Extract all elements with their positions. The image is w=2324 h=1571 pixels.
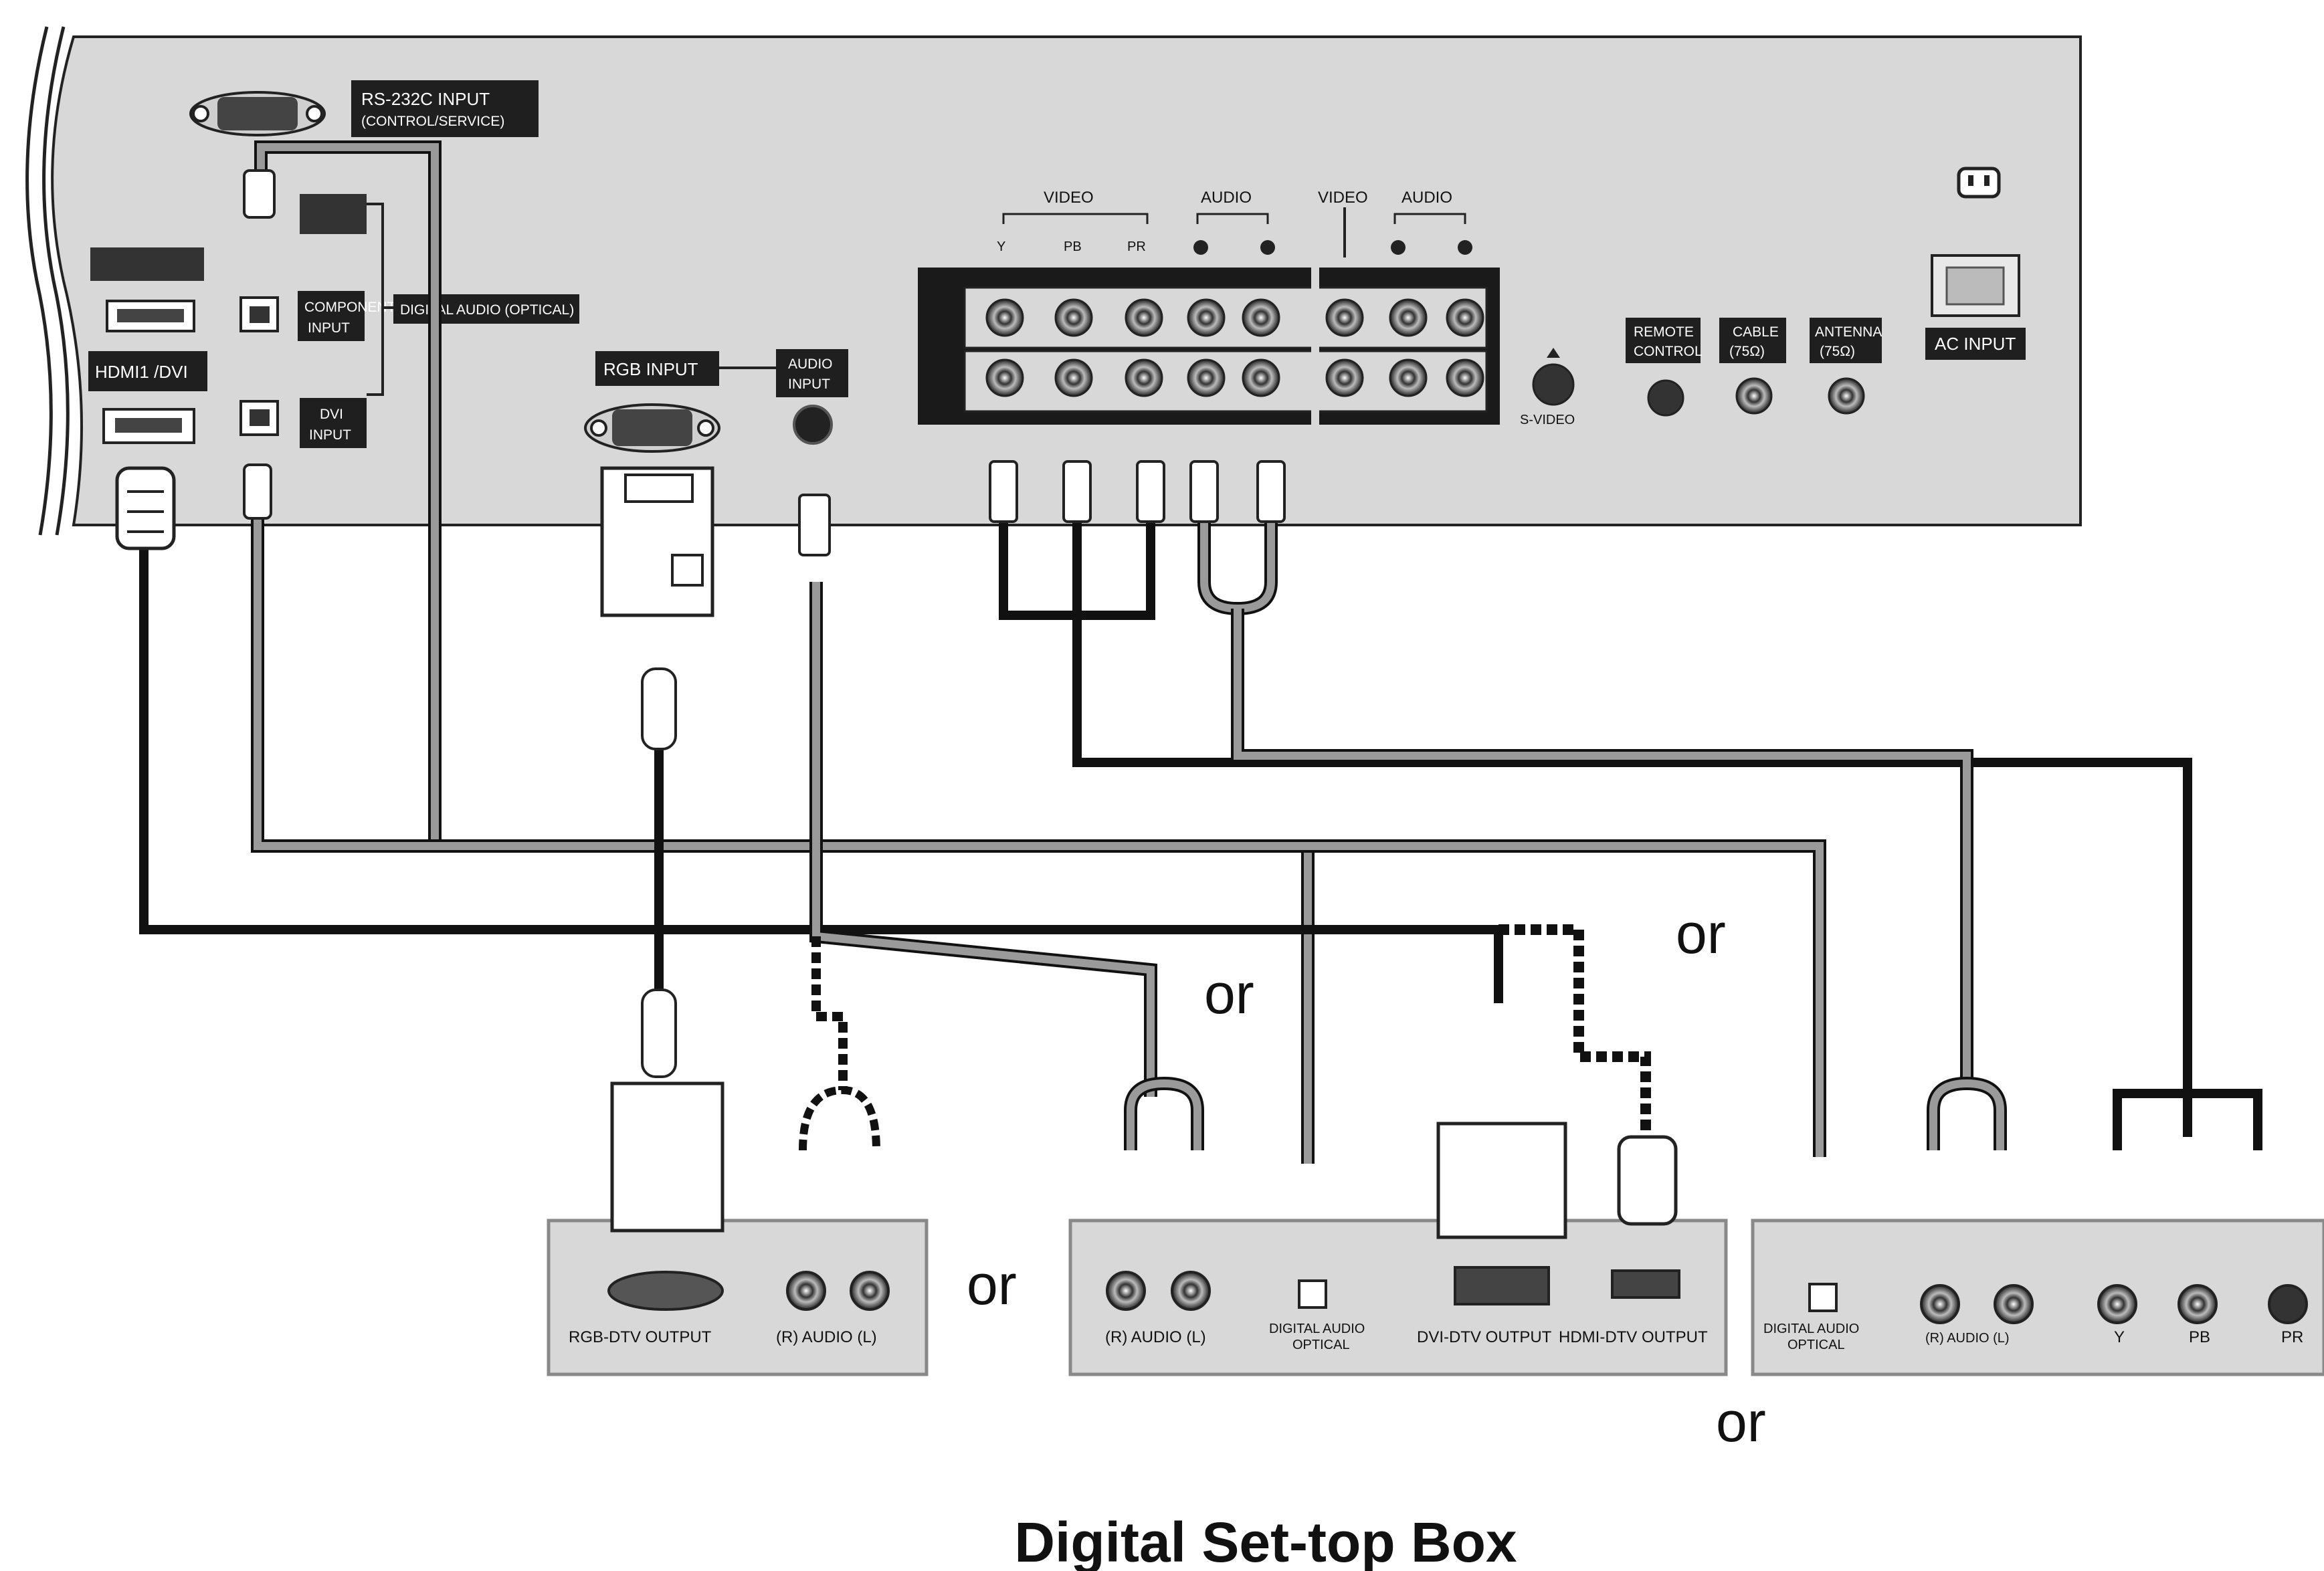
cable-lines (139, 140, 2262, 1164)
rs232-label-box: RS-232C INPUT (CONTROL/SERVICE) (351, 80, 539, 137)
digital-audio-optical-2-line1: DIGITAL AUDIO (1269, 1322, 1365, 1336)
rgb-input-label: RGB INPUT (603, 359, 698, 379)
component-audio-port (300, 194, 367, 234)
rgb-audio-jack[interactable] (793, 405, 833, 445)
remote-control-label-box: REMOTE CONTROL (1626, 318, 1703, 363)
audio-dot-icon (1458, 240, 1472, 255)
rgb-dtv-output-label: RGB-DTV OUTPUT (569, 1328, 712, 1346)
av-jack-block (918, 268, 1500, 425)
component-jacks-row-2[interactable] (985, 358, 1484, 397)
hdmi-dtv-output-label: HDMI-DTV OUTPUT (1559, 1328, 1708, 1346)
bracket-line (367, 203, 384, 396)
hdmi1-dvi-label: HDMI1 /DVI (95, 362, 188, 382)
vga-plug-top (600, 466, 714, 750)
hdmi1-port[interactable] (102, 408, 195, 444)
ac-input-label-box: AC INPUT (1925, 328, 2026, 360)
audio-rl-label-2: (R) AUDIO (L) (1105, 1328, 1206, 1346)
dvi-input-label-1: DVI (320, 407, 343, 422)
audio-dot-icon (1193, 240, 1208, 255)
component-input-label-1: COMPONENT (304, 300, 396, 315)
dvi-input-label-box: DVI INPUT (300, 398, 367, 448)
rgb-input-port[interactable] (584, 403, 720, 453)
audio-header: AUDIO (1201, 189, 1252, 207)
rs232-sublabel: (CONTROL/SERVICE) (361, 114, 504, 129)
digital-audio-optical-3-line1: DIGITAL AUDIO (1763, 1322, 1859, 1336)
antenna-label-2: (75Ω) (1820, 344, 1855, 359)
remote-control-jack[interactable] (1647, 379, 1684, 417)
cable-label-2: (75Ω) (1729, 344, 1765, 359)
or-label: or (1716, 1390, 1766, 1453)
antenna-label-box: ANTENNA (75Ω) (1810, 318, 1882, 363)
antenna-jack[interactable] (1828, 377, 1865, 415)
jack-pb-label: PB (1064, 239, 1082, 254)
digital-audio-optical-3-line2: OPTICAL (1787, 1338, 1845, 1352)
remote-control-label-2: CONTROL (1634, 344, 1703, 359)
optical-jack[interactable] (239, 296, 279, 332)
source-box-dvi-hdmi (1068, 1122, 1728, 1376)
hdmi1-dvi-label-box: HDMI1 /DVI (88, 351, 207, 391)
cable-label-1: CABLE (1733, 324, 1779, 340)
rca-plug-top (243, 169, 1286, 556)
video-header: VIDEO (1044, 189, 1094, 207)
remote-control-label-1: REMOTE (1634, 324, 1694, 340)
component-jacks-row-1[interactable] (985, 298, 1484, 337)
audio-bracket-2 (1393, 213, 1466, 224)
audio-header-2: AUDIO (1401, 189, 1452, 207)
rs232-port[interactable] (189, 91, 326, 136)
dvi-dtv-output-label: DVI-DTV OUTPUT (1417, 1328, 1552, 1346)
antenna-label-1: ANTENNA (1815, 324, 1882, 340)
rgb-input-label-box: RGB INPUT (595, 351, 719, 386)
cable-label-box: CABLE (75Ω) (1719, 318, 1786, 363)
out-pb-label: PB (2189, 1328, 2210, 1346)
or-label: or (1676, 902, 1726, 965)
dvi-audio-jack[interactable] (239, 400, 279, 436)
audio-input-label-1: AUDIO (788, 356, 833, 372)
ac-input-socket[interactable] (1931, 254, 2020, 317)
or-label: or (967, 1253, 1017, 1316)
diagram-title: Digital Set-top Box (1014, 1511, 1517, 1571)
dvi-input-label-2: INPUT (309, 427, 351, 443)
hdmi2-port-block (90, 247, 204, 332)
hdmi-plug-top (115, 466, 176, 550)
video-bracket (1002, 213, 1149, 224)
digital-audio-optical-2-line2: OPTICAL (1292, 1338, 1350, 1352)
ac-input-label: AC INPUT (1935, 334, 2016, 354)
plug-icon (1957, 167, 2001, 199)
component-input-label-box: COMPONENT INPUT (298, 291, 396, 341)
audio-rl-label-3: (R) AUDIO (L) (1925, 1331, 2010, 1346)
jack-pr-label: PR (1127, 239, 1146, 254)
or-label: or (1204, 962, 1254, 1025)
component-input-label-2: INPUT (308, 320, 350, 336)
digital-audio-optical-label-box: DIGITAL AUDIO (OPTICAL) (393, 294, 579, 324)
video-header-2: VIDEO (1318, 189, 1368, 207)
audio-input-label-box: AUDIO INPUT (776, 349, 848, 397)
audio-dot-icon (1391, 240, 1406, 255)
out-y-label: Y (2114, 1328, 2125, 1346)
digital-audio-optical-label: DIGITAL AUDIO (OPTICAL) (400, 302, 574, 318)
s-video-label: S-VIDEO (1520, 413, 1575, 427)
cable-jack[interactable] (1735, 377, 1773, 415)
audio-rl-label-1: (R) AUDIO (L) (776, 1328, 877, 1346)
rs232-label: RS-232C INPUT (361, 89, 490, 109)
audio-input-label-2: INPUT (788, 377, 830, 392)
audio-bracket (1196, 213, 1269, 224)
jack-y-label: Y (997, 239, 1005, 254)
audio-dot-icon (1260, 240, 1275, 255)
source-box-component (1751, 1219, 2324, 1376)
source-box-rgb (547, 988, 929, 1376)
s-video-jack[interactable] (1532, 348, 1575, 406)
out-pr-label: PR (2281, 1328, 2303, 1346)
